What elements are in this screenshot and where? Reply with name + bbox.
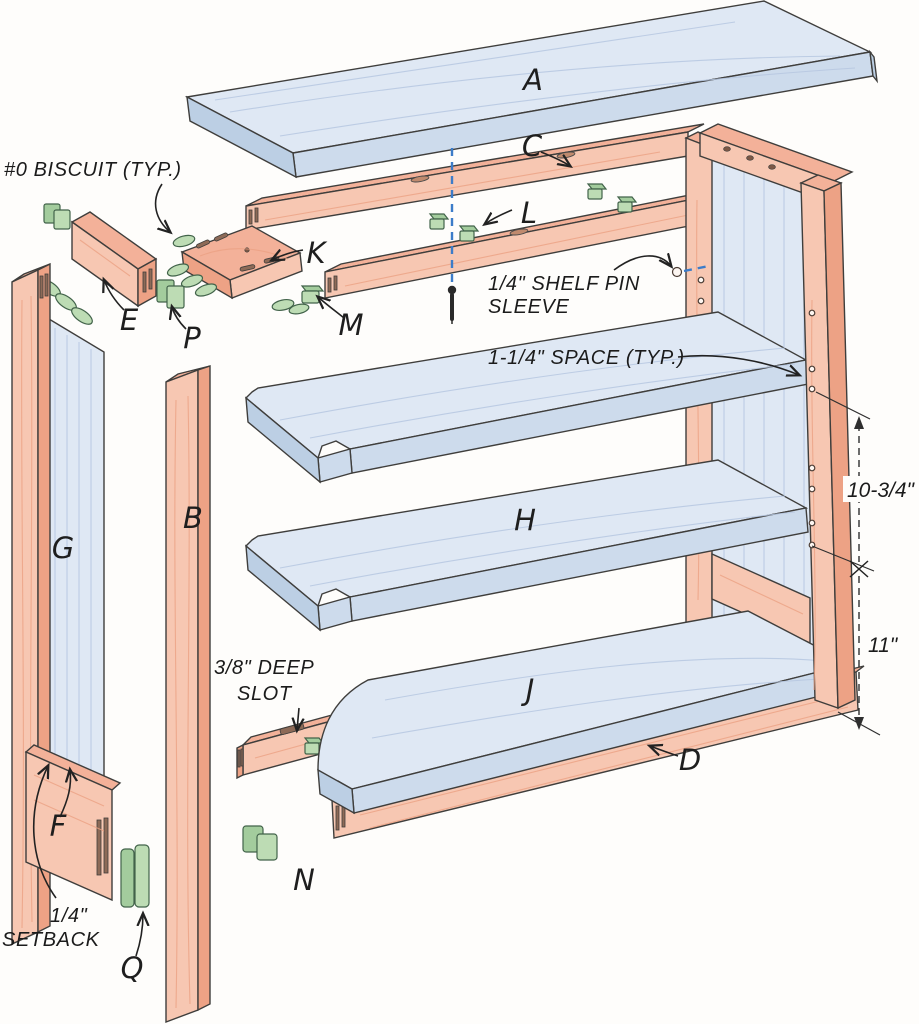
part-label-l: L <box>521 196 537 230</box>
callout-deep-slot-line1: 3/8" DEEP <box>214 657 314 679</box>
part-n-biscuits <box>242 825 278 861</box>
part-e-rail <box>70 211 158 308</box>
leader-arrow-l <box>485 209 513 224</box>
dimension-lower-spacing: 11" <box>868 634 899 657</box>
part-label-p: P <box>183 321 201 355</box>
dimension-lines: 10-3/4" 11" <box>811 391 919 736</box>
part-label-d: D <box>679 743 701 777</box>
leader-arrow-f <box>59 770 71 818</box>
part-a-top-panel: A <box>184 0 879 179</box>
leader-arrow-d <box>650 746 679 757</box>
dimension-upper-spacing: 10-3/4" <box>847 479 916 502</box>
callout-deep-slot-line2: SLOT <box>237 683 293 705</box>
callout-shelf-pin-sleeve-line1: 1/4" SHELF PIN <box>488 273 640 295</box>
leader-arrow-k <box>272 250 304 260</box>
part-label-q: Q <box>121 951 144 985</box>
tabletop-clips <box>43 183 638 242</box>
leader-arrow-e <box>104 280 125 311</box>
part-k-rail <box>180 225 303 300</box>
part-label-a: A <box>521 63 543 97</box>
part-label-h: H <box>514 503 536 537</box>
part-label-m: M <box>338 308 363 342</box>
part-label-f: F <box>50 809 68 843</box>
part-h-shelf: H <box>244 459 809 632</box>
shelf-pin-hole <box>697 297 705 305</box>
part-label-g: G <box>52 531 74 565</box>
callout-setback-line2: SETBACK <box>2 929 101 951</box>
leader-arrow-sleeve <box>613 256 671 271</box>
part-label-e: E <box>120 303 139 337</box>
leader-arrow-slot <box>297 707 299 730</box>
part-q-biscuits <box>120 844 150 908</box>
leader-arrow-setback <box>32 766 57 899</box>
leader-arrow-c <box>540 151 570 166</box>
part-label-b: B <box>183 501 203 535</box>
callout-setback-line1: 1/4" <box>50 905 88 927</box>
part-j-bottom-shelf: J <box>317 610 853 815</box>
part-b-post: B <box>165 365 211 1024</box>
part-label-n: N <box>293 863 315 897</box>
part-label-c: C <box>522 129 543 163</box>
left-front-stile <box>11 262 51 946</box>
leader-arrows <box>32 151 799 957</box>
leader-arrow-space <box>677 354 799 375</box>
leader-arrow-q <box>135 914 143 957</box>
leader-arrow-biscuit <box>154 183 170 232</box>
part-m-biscuit <box>300 285 325 304</box>
shelf-pin-sleeve <box>671 264 710 278</box>
attachment-screw <box>447 285 457 324</box>
shelf-pin-hole <box>697 276 705 284</box>
shelf-pin-holes <box>808 309 816 549</box>
callout-shelf-pin-sleeve-line2: SLEEVE <box>488 296 569 318</box>
part-p-biscuits <box>156 279 185 309</box>
leader-arrow-p <box>172 307 187 330</box>
callout-biscuit: #0 BISCUIT (TYP.) <box>4 159 182 181</box>
front-right-post <box>799 174 856 710</box>
biscuits-oval <box>39 234 310 325</box>
callout-space-typ: 1-1/4" SPACE (TYP.) <box>488 347 685 369</box>
part-g-side-panel: G <box>43 314 105 802</box>
part-label-k: K <box>306 236 327 270</box>
leader-arrow-m <box>318 297 345 319</box>
